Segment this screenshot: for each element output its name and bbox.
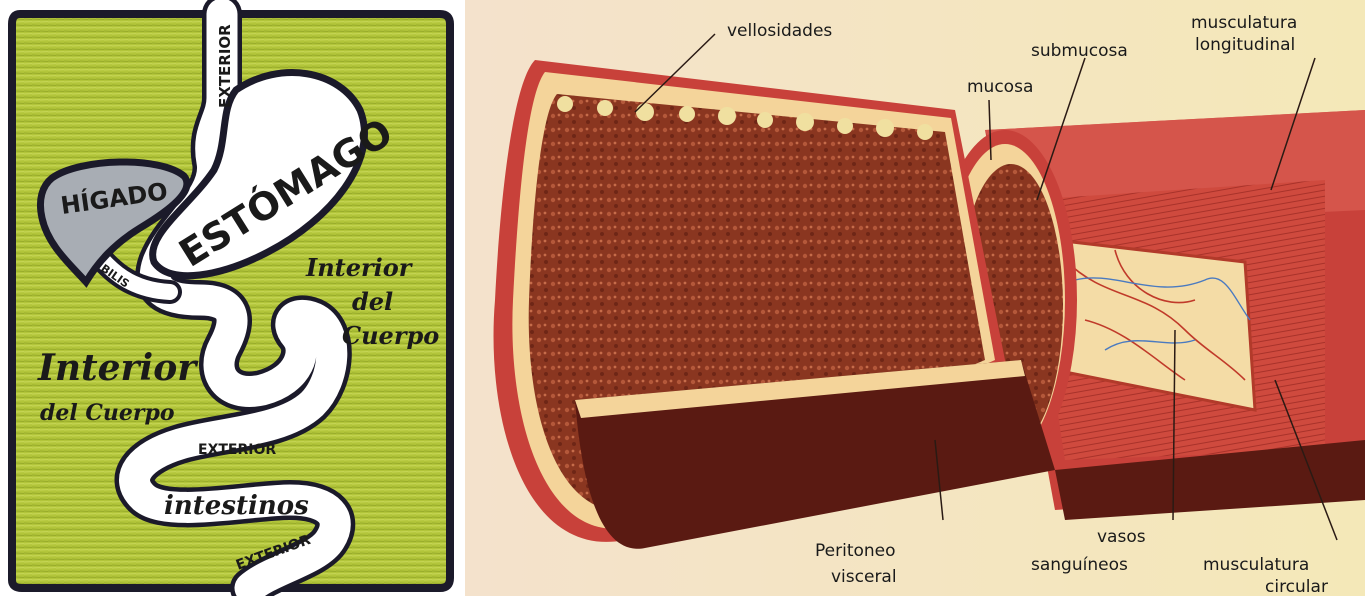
label-submucosa: submucosa — [1031, 41, 1128, 61]
label-interior-right-3: Cuerpo — [342, 321, 439, 350]
label-mucosa: mucosa — [967, 77, 1033, 97]
label-intestinos: intestinos — [164, 491, 309, 521]
body-cavity-svg: EXTERIOR ESTÓMAGO HÍGADO BILIS Interior … — [0, 0, 470, 596]
label-musculatura-circular-1: musculatura — [1203, 555, 1309, 575]
intestine-wall-svg: vellosidades submucosa mucosa musculatur… — [465, 0, 1365, 596]
label-interior-right-1: Interior — [305, 253, 414, 282]
label-vasos-1: vasos — [1097, 527, 1146, 547]
label-interior-left-2: del Cuerpo — [40, 400, 175, 426]
label-exterior-top: EXTERIOR — [216, 24, 234, 108]
label-peritoneo-2: visceral — [831, 567, 897, 587]
label-interior-left-1: Interior — [37, 347, 199, 389]
label-musculatura-circular-2: circular — [1265, 577, 1328, 596]
label-musculatura-longitudinal-1: musculatura — [1191, 13, 1297, 33]
label-exterior-mid: EXTERIOR — [198, 442, 276, 458]
intestine-wall-diagram: vellosidades submucosa mucosa musculatur… — [465, 0, 1365, 596]
label-interior-right-2: del — [352, 287, 393, 316]
label-vellosidades: vellosidades — [727, 21, 832, 41]
label-peritoneo-1: Peritoneo — [815, 541, 896, 561]
label-vasos-2: sanguíneos — [1031, 555, 1128, 575]
label-musculatura-longitudinal-2: longitudinal — [1195, 35, 1295, 55]
body-cavity-diagram: EXTERIOR ESTÓMAGO HÍGADO BILIS Interior … — [0, 0, 470, 596]
